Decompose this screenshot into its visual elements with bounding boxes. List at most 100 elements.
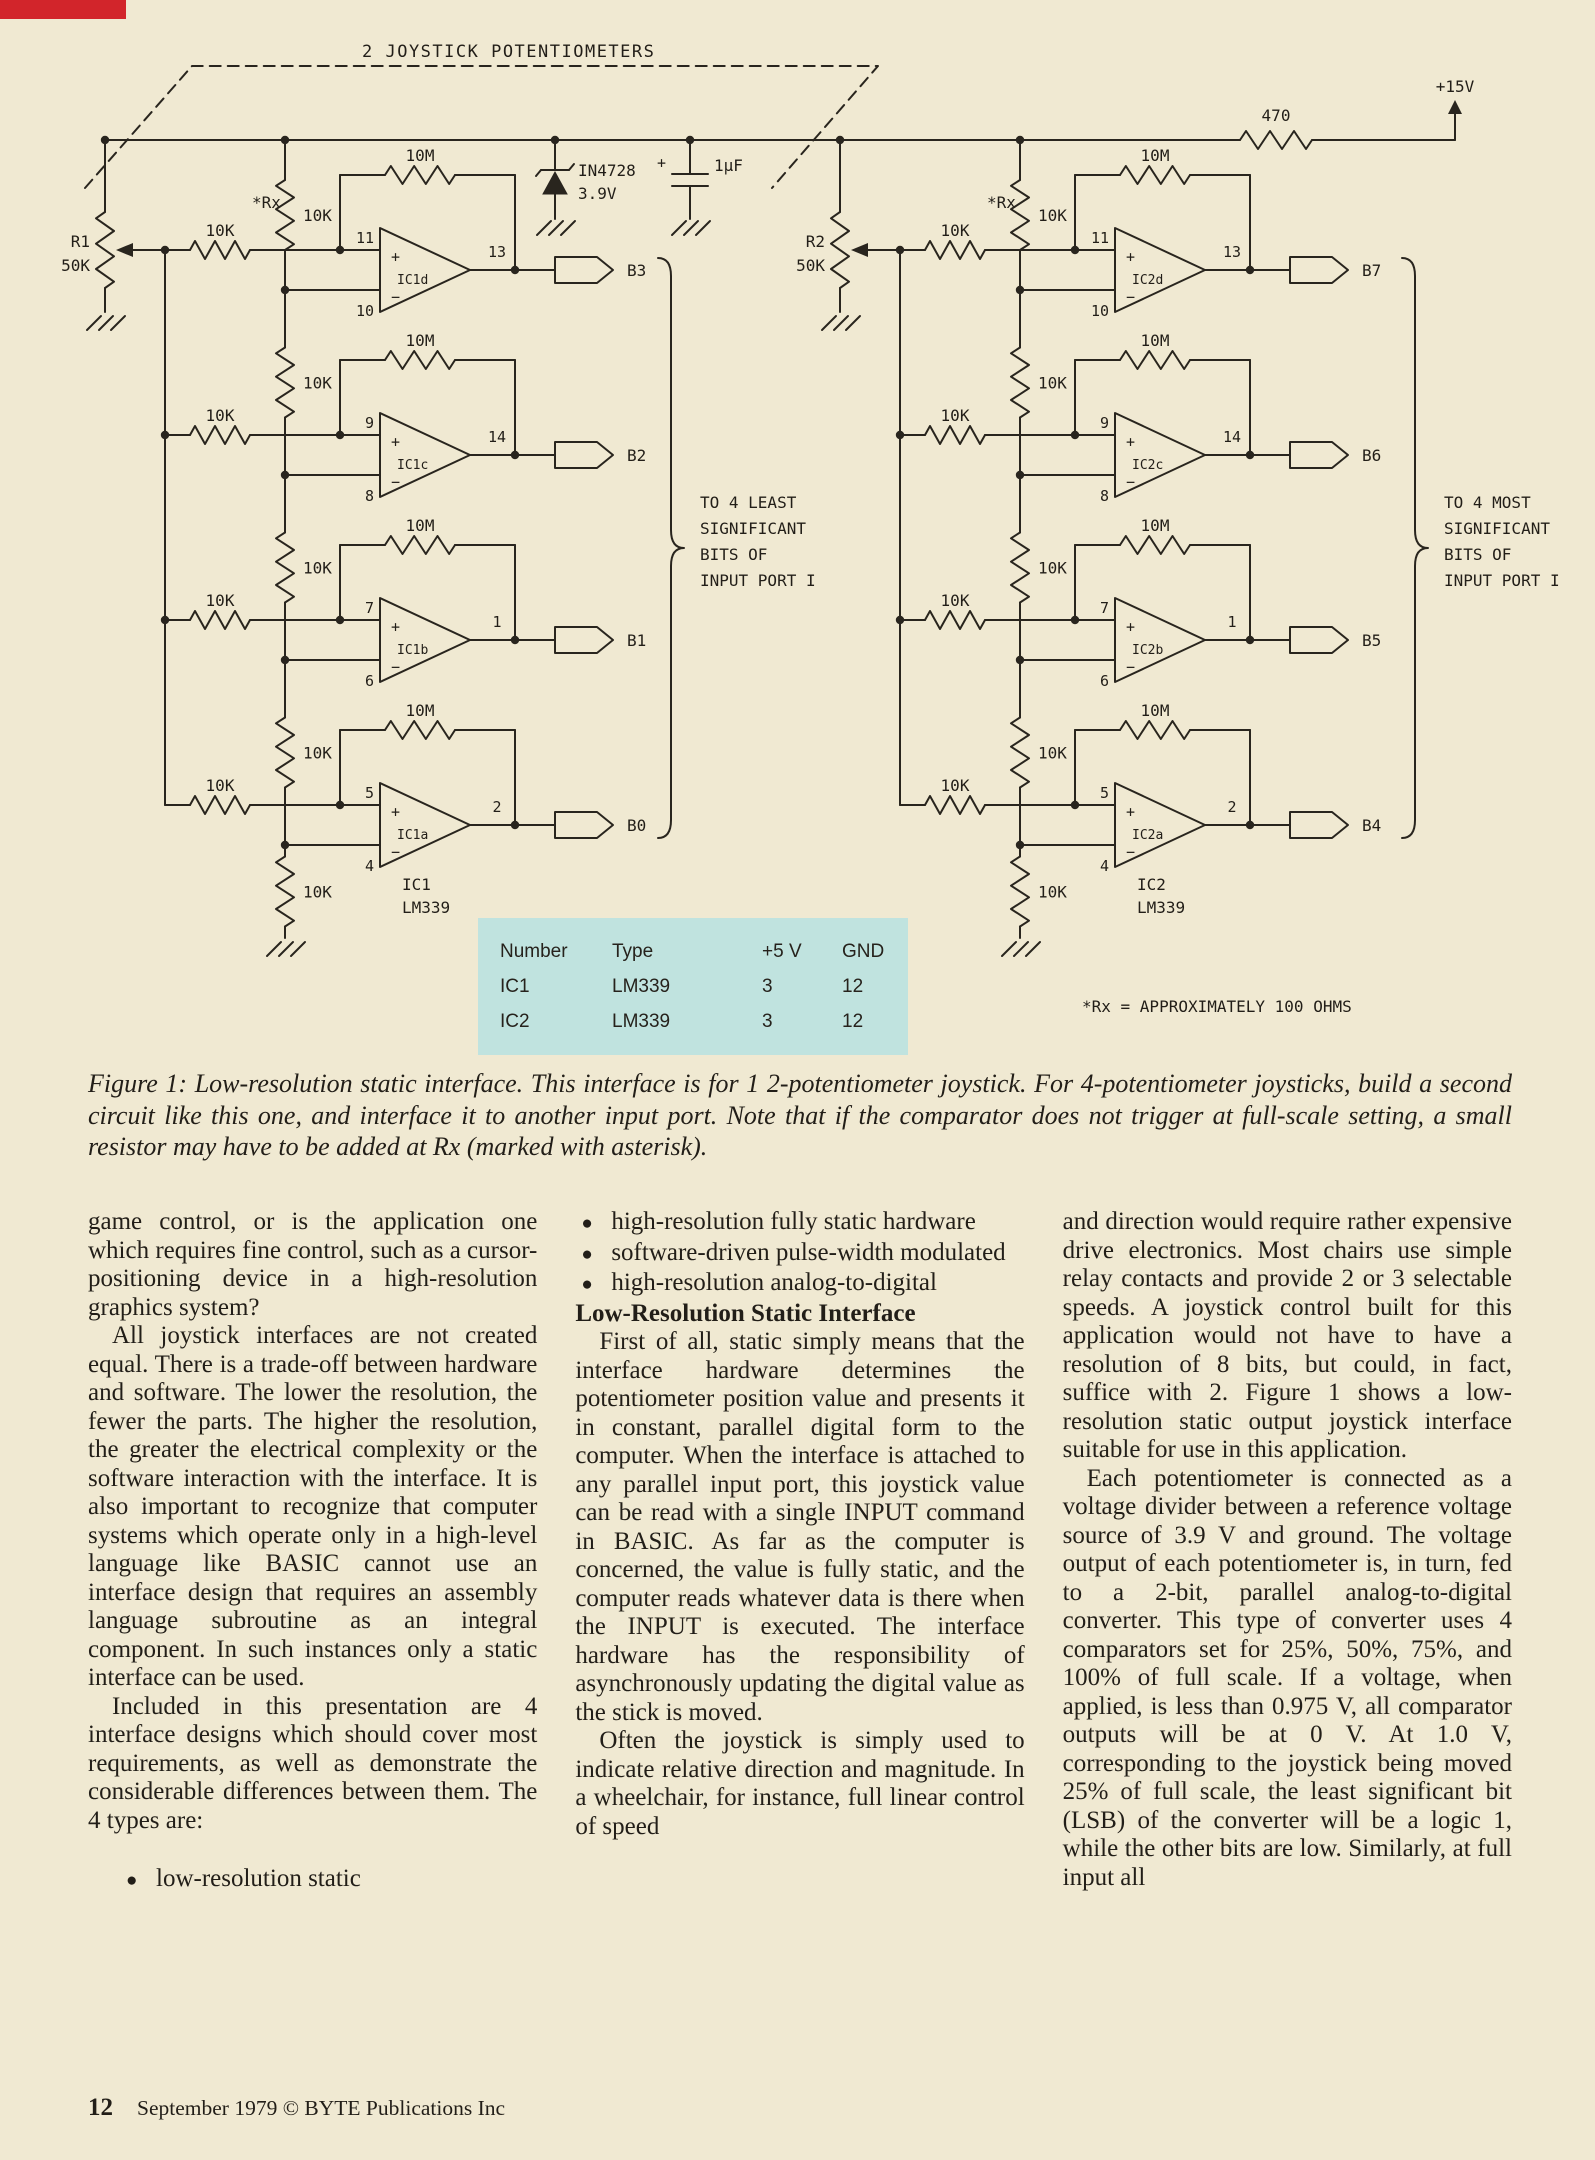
zener-voltage-label: 3.9V <box>578 184 617 203</box>
bullet-icon: ● <box>581 1274 593 1295</box>
resistor <box>924 610 986 630</box>
ic-part-label: LM339 <box>1137 898 1185 917</box>
resistor-value-label: 10M <box>1141 516 1170 535</box>
output-flag <box>1289 811 1349 839</box>
resistor-value-label: 10K <box>303 559 332 578</box>
note-msb-line: TO 4 MOST <box>1444 493 1531 512</box>
resistor <box>275 346 295 419</box>
resistor-value-label: 10M <box>406 701 435 720</box>
comparator-triangle <box>379 227 471 313</box>
resistor-value-label: 10K <box>206 776 235 795</box>
plus-input-label: + <box>1126 433 1135 451</box>
comparator-name-label: IC2b <box>1132 643 1163 658</box>
resistor-value-label: 10K <box>941 406 970 425</box>
comparator-triangle <box>1114 227 1206 313</box>
resistor-value-label: 10K <box>1038 559 1067 578</box>
supply-label: +15V <box>1436 77 1475 96</box>
pin-number-label: 1 <box>1227 613 1236 631</box>
pot-name-label: R1 <box>71 232 90 251</box>
paragraph: All joystick interfaces are not created … <box>88 1322 538 1691</box>
resistor-value-label: 10M <box>406 516 435 535</box>
pin-number-label: 13 <box>1223 243 1241 261</box>
table-cell: 3 <box>762 1011 773 1032</box>
ground-symbol <box>266 941 306 957</box>
pin-number-label: 9 <box>365 414 374 432</box>
plus-input-label: + <box>1126 803 1135 821</box>
section-heading: Low-Resolution Static Interface <box>575 1299 916 1327</box>
zener-part-label: IN4728 <box>578 161 636 180</box>
supply-resistor <box>1239 130 1313 150</box>
page-corner-mark <box>0 0 126 19</box>
paragraph: Often the joystick is simply used to ind… <box>575 1727 1025 1840</box>
note-msb-line: BITS OF <box>1444 545 1511 564</box>
bit-label: B4 <box>1362 816 1381 835</box>
bit-label: B1 <box>627 631 646 650</box>
resistor-value-label: 10K <box>941 591 970 610</box>
bullet-item: ● high-resolution fully static hardware <box>581 1208 1024 1239</box>
brace-msb <box>1401 257 1429 839</box>
pin-number-label: 14 <box>488 428 506 446</box>
plus-input-label: + <box>391 248 400 266</box>
text-column-3: and direction would require rather expen… <box>1063 1208 1512 1896</box>
resistor <box>384 350 456 370</box>
pin-number-label: 1 <box>492 613 501 631</box>
comparator-name-label: IC1c <box>397 458 428 473</box>
bit-label: B3 <box>627 261 646 280</box>
table-cell: 12 <box>842 976 864 997</box>
output-flag <box>554 441 614 469</box>
resistor <box>924 425 986 445</box>
output-flag <box>554 811 614 839</box>
note-msb-line: SIGNIFICANT <box>1444 519 1550 538</box>
pin-number-label: 6 <box>1100 672 1109 690</box>
comparator-bank-right: R250K*Rx10K10K10K10K10K10K+−IC2d11101310… <box>796 135 1381 957</box>
resistor-value-label: 10M <box>1141 701 1170 720</box>
plus-input-label: + <box>391 618 400 636</box>
comparator-triangle <box>1114 412 1206 498</box>
table-cell: IC2 <box>500 1011 530 1032</box>
output-flag <box>1289 626 1349 654</box>
zener-bar-ticks <box>535 163 575 177</box>
minus-input-label: − <box>1126 843 1135 861</box>
resistor-value-label: 10K <box>206 221 235 240</box>
output-flag <box>554 626 614 654</box>
output-flag <box>1289 256 1349 284</box>
table-row: IC1 LM339 3 12 <box>500 969 908 1004</box>
pin-number-label: 11 <box>356 229 374 247</box>
resistor-value-label: 10M <box>1141 146 1170 165</box>
figure-1-schematic: 2 JOYSTICK POTENTIOMETERS +15V 470 IN472… <box>61 42 1560 1016</box>
brace-lsb <box>657 257 685 839</box>
resistor-value-label: 10K <box>1038 374 1067 393</box>
resistor <box>924 240 986 260</box>
bit-label: B0 <box>627 816 646 835</box>
table-header-cell: Type <box>612 941 654 962</box>
comparator-name-label: IC2d <box>1132 273 1163 288</box>
note-lsb-line: INPUT PORT I <box>700 571 816 590</box>
table-header-cell: Number <box>500 941 568 962</box>
table-row: IC2 LM339 3 12 <box>500 1004 908 1039</box>
rx-note: *Rx = APPROXIMATELY 100 OHMS <box>1082 997 1352 1016</box>
resistor <box>384 165 456 185</box>
resistor-value-label: 10K <box>1038 883 1067 902</box>
resistor <box>275 855 295 928</box>
minus-input-label: − <box>391 658 400 676</box>
resistor <box>384 720 456 740</box>
joystick-box-label: 2 JOYSTICK POTENTIOMETERS <box>362 42 655 62</box>
bullet-icon: ● <box>581 1213 593 1234</box>
table-cell: LM339 <box>612 1011 671 1032</box>
pin-number-label: 5 <box>365 784 374 802</box>
table-cell: IC1 <box>500 976 530 997</box>
bullet-icon: ● <box>581 1243 593 1265</box>
plus-input-label: + <box>1126 248 1135 266</box>
note-lsb-line: BITS OF <box>700 545 767 564</box>
bullet-text: high-resolution analog-to-digital <box>611 1269 937 1296</box>
note-lsb-line: SIGNIFICANT <box>700 519 806 538</box>
pin-number-label: 7 <box>1100 599 1109 617</box>
note-lsb-line: TO 4 LEAST <box>700 493 797 512</box>
pin-number-label: 11 <box>1091 229 1109 247</box>
ground-symbol <box>821 315 861 331</box>
joystick-box-outline <box>84 65 879 189</box>
footer-text: September 1979 © BYTE Publications Inc <box>137 2096 506 2120</box>
resistor <box>189 795 251 815</box>
comparator-triangle <box>1114 782 1206 868</box>
